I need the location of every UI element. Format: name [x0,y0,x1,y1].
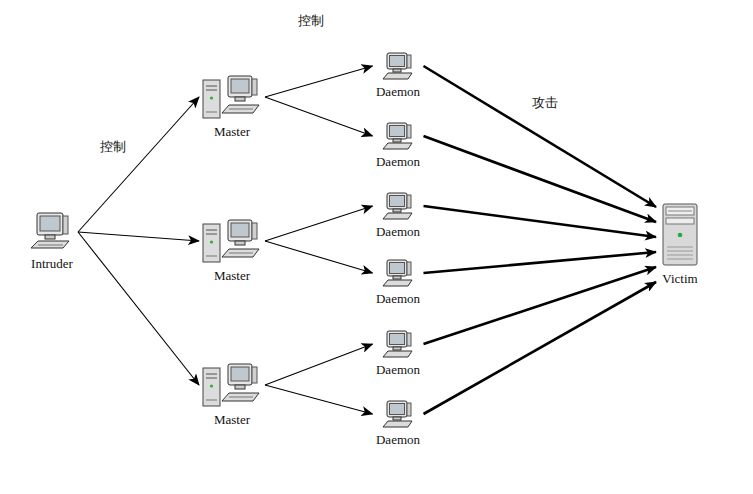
control-arrow [78,232,199,385]
node-label: Daemon [376,291,420,306]
computer-icon [202,218,262,264]
attack-arrow [424,206,657,237]
daemon-node: Daemon [373,259,424,307]
control-arrow [265,344,373,385]
master-node: Master [199,362,265,428]
victim-node: Victim [658,203,702,287]
computer-icon [202,74,262,120]
computer-icon [661,203,699,267]
node-label: Master [214,268,250,283]
computer-icon [381,400,415,428]
computer-icon [381,330,415,358]
computer-icon [381,122,415,150]
control-arrow [265,66,373,97]
node-label: Daemon [376,362,420,377]
daemon-node: Daemon [373,52,424,100]
master-node: Master [199,218,265,284]
daemon-node: Daemon [373,122,424,170]
attack-arrow [424,282,657,414]
control-arrow [78,232,199,241]
daemon-node: Daemon [373,192,424,240]
node-label: Intruder [31,256,73,271]
attack-arrow [424,252,657,273]
edge-label: 控制 [296,13,326,29]
control-arrow [265,385,373,414]
control-arrow [265,206,373,241]
computer-icon [381,259,415,287]
node-label: Master [214,124,250,139]
node-label: Master [214,412,250,427]
edge-label: 攻击 [530,95,560,111]
node-label: Daemon [376,432,420,447]
attack-arrow [424,66,657,207]
attack-arrow [424,136,657,222]
daemon-node: Daemon [373,330,424,378]
node-label: Daemon [376,224,420,239]
control-arrow [265,97,373,136]
computer-icon [381,192,415,220]
node-label: Daemon [376,154,420,169]
node-label: Daemon [376,84,420,99]
attack-arrow [424,267,657,344]
control-arrow [265,241,373,273]
computer-icon [29,212,75,252]
computer-icon [381,52,415,80]
daemon-node: Daemon [373,400,424,448]
node-label: Victim [662,271,697,286]
control-arrow [78,97,199,232]
master-node: Master [199,74,265,140]
edge-label: 控制 [98,139,128,155]
computer-icon [202,362,262,408]
intruder-node: Intruder [26,212,78,272]
